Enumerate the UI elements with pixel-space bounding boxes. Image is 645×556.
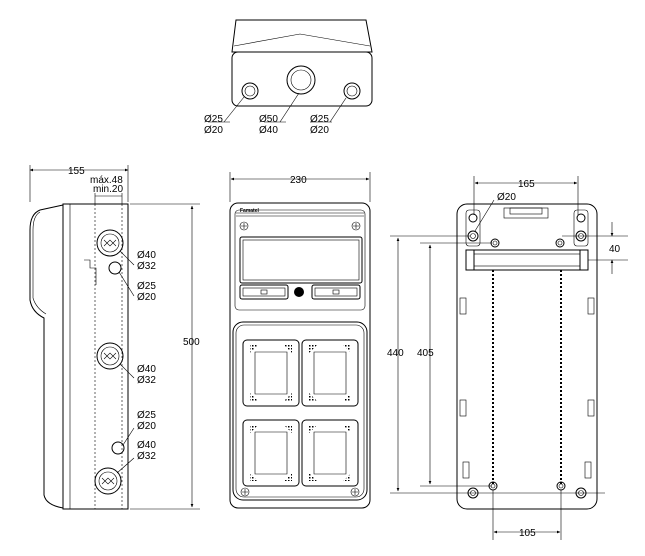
back-bottom-spacing-label: 105 — [519, 528, 536, 539]
back-height-inner-label: 405 — [417, 348, 434, 359]
side-hole4-inner: Ø20 — [137, 421, 156, 432]
side-hole2-inner: Ø20 — [137, 292, 156, 303]
top-hole-left-outer: Ø25 — [204, 114, 223, 125]
back-mount-hole-label: Ø20 — [497, 192, 516, 203]
side-min-label: min.20 — [93, 184, 123, 195]
side-hole2-outer: Ø25 — [137, 281, 156, 292]
side-hole1-inner: Ø32 — [137, 261, 156, 272]
side-hole5-outer: Ø40 — [137, 440, 156, 451]
side-hole3-inner: Ø32 — [137, 375, 156, 386]
top-hole-center-outer: Ø50 — [259, 114, 278, 125]
side-height-label: 500 — [183, 337, 200, 348]
side-hole5-inner: Ø32 — [137, 451, 156, 462]
top-hole-right-inner: Ø20 — [310, 125, 329, 136]
top-view — [208, 19, 373, 123]
front-width-label: 230 — [290, 175, 307, 186]
side-hole1-outer: Ø40 — [137, 250, 156, 261]
top-hole-center-inner: Ø40 — [259, 125, 278, 136]
back-height-outer-label: 440 — [387, 348, 404, 359]
side-hole4-outer: Ø25 — [137, 410, 156, 421]
top-hole-right-outer: Ø25 — [310, 114, 329, 125]
side-max-label: máx.48 — [90, 175, 123, 186]
top-hole-left-inner: Ø20 — [204, 125, 223, 136]
brand-label: Famatel — [240, 208, 260, 214]
side-hole3-outer: Ø40 — [137, 364, 156, 375]
side-view — [29, 165, 200, 510]
front-view — [229, 172, 371, 509]
side-depth-label: 155 — [68, 166, 85, 177]
back-rail-offset-label: 40 — [609, 244, 621, 255]
back-top-spacing-label: 165 — [518, 179, 535, 190]
back-view — [390, 176, 628, 540]
